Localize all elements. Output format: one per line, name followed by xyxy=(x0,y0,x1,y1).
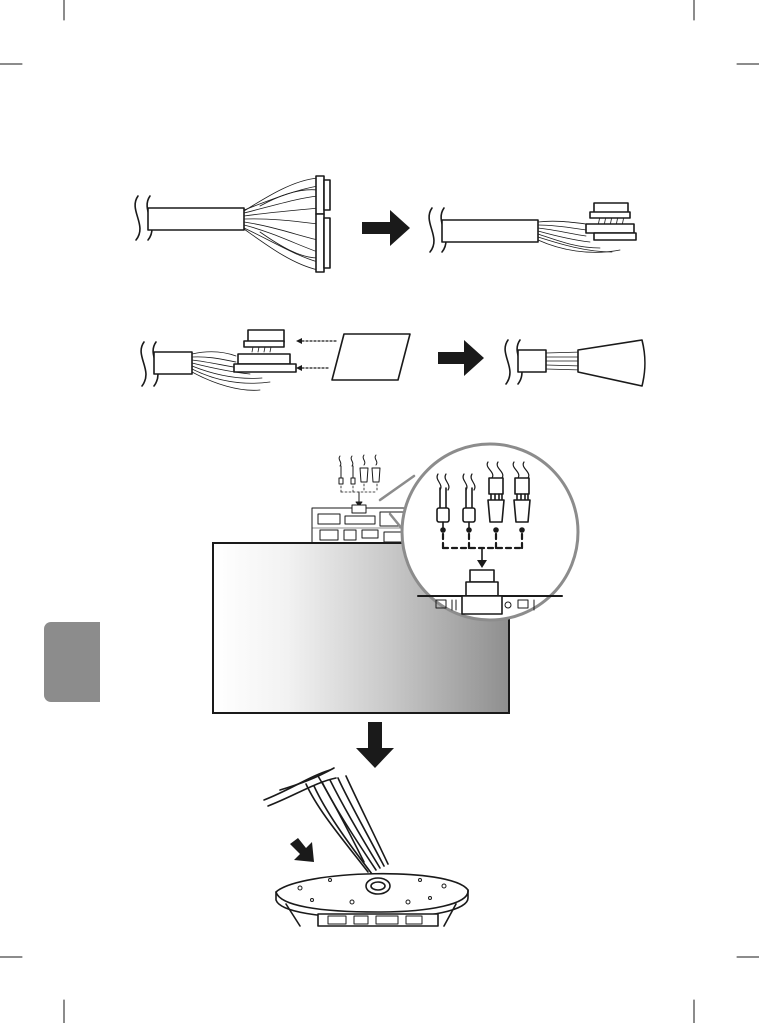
insert-arrow-icon xyxy=(290,838,314,862)
cable-through-stand-base-icon xyxy=(264,768,468,926)
down-arrow-icon xyxy=(356,722,394,768)
